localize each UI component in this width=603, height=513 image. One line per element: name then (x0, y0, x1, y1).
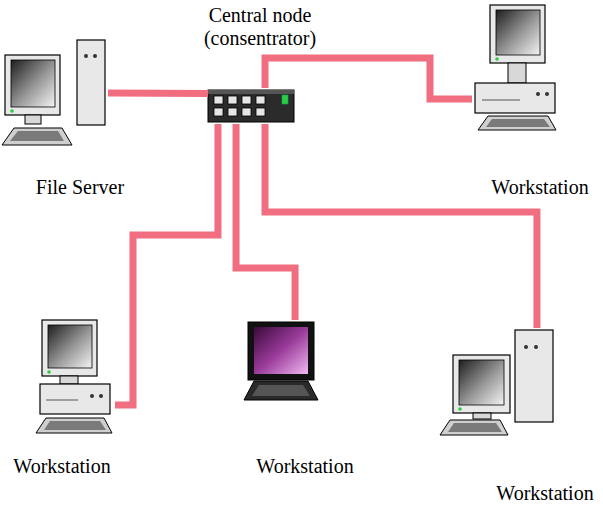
device-outline (5, 38, 108, 148)
desktop-computer (440, 330, 553, 435)
laptop-computer-part (244, 381, 318, 400)
network-cable (108, 90, 208, 97)
desktop-computer-part (508, 63, 526, 83)
hub-device-part (214, 96, 223, 104)
network-cable (265, 58, 472, 99)
desktop-computer-part (482, 100, 520, 101)
desktop-computer-part (42, 320, 97, 376)
hub-device-part (242, 108, 251, 116)
device-outline (208, 88, 294, 124)
device-outline (244, 320, 318, 402)
desktop-computer-part (478, 116, 556, 130)
desktop-computer-part (60, 376, 78, 384)
server-computer-part (2, 128, 72, 145)
desktop-computer-part (48, 325, 92, 368)
node-label: Workstation (250, 455, 360, 478)
server-computer-part (10, 131, 64, 141)
server-computer-part (84, 54, 88, 58)
network-cable (265, 124, 537, 328)
node-label: Workstation (492, 482, 598, 505)
desktop-computer-part (475, 83, 555, 113)
desktop-computer-part (36, 418, 112, 433)
node-label: Central node (consentrator) (185, 4, 335, 50)
desktop-computer (36, 320, 112, 433)
server-computer-part (11, 60, 55, 107)
hub-device-part (214, 108, 223, 116)
desktop-computer-part (448, 423, 502, 432)
server-node: File Server (5, 38, 140, 199)
laptop-computer (244, 322, 318, 400)
desktop-computer-part (486, 119, 550, 127)
server-computer-part (93, 54, 97, 58)
desktop-computer-part (536, 92, 540, 96)
desktop-computer-part (458, 407, 462, 411)
laptop-computer-part (252, 385, 310, 396)
hub-device-part (256, 96, 265, 104)
server-computer (2, 40, 105, 145)
desktop-computer-part (473, 413, 491, 419)
hub-device-part (208, 90, 294, 122)
workstation-node: Workstation (472, 3, 595, 199)
desktop-computer-part (453, 355, 510, 413)
desktop-computer-part (440, 420, 508, 435)
desktop-computer-part (490, 5, 545, 63)
workstation-node: Workstation (440, 328, 598, 505)
server-computer-part (5, 55, 60, 115)
server-computer-part (77, 40, 105, 125)
hub-device (208, 90, 294, 122)
desktop-computer-part (44, 421, 106, 430)
node-label: File Server (20, 176, 140, 199)
hub-node: Central node (consentrator) (185, 4, 335, 124)
workstation-node: Workstation (7, 318, 117, 478)
desktop-computer-part (459, 360, 504, 405)
desktop-computer-part (534, 345, 538, 349)
server-computer-part (25, 115, 41, 124)
desktop-computer-part (495, 57, 499, 61)
network-cable (115, 124, 218, 405)
desktop-computer-part (46, 400, 78, 401)
desktop-computer-part (524, 345, 528, 349)
hub-device-part (228, 108, 237, 116)
desktop-computer-part (90, 394, 94, 398)
desktop-computer-part (545, 92, 549, 96)
laptop-computer-part (254, 327, 308, 374)
desktop-computer-part (496, 10, 540, 55)
hub-device-part (282, 95, 288, 104)
desktop-computer-part (40, 384, 110, 414)
device-outline (440, 328, 555, 436)
server-computer-part (10, 109, 14, 113)
desktop-computer-part (47, 370, 51, 374)
laptop-computer-part (248, 322, 314, 380)
node-label: Workstation (485, 176, 595, 199)
hub-device-part (256, 108, 265, 116)
desktop-computer (475, 5, 556, 130)
hub-device-part (208, 90, 294, 94)
hub-device-part (228, 96, 237, 104)
device-outline (472, 3, 560, 131)
desktop-computer-part (99, 394, 103, 398)
node-label: Workstation (7, 455, 117, 478)
hub-device-part (242, 96, 251, 104)
desktop-computer-part (515, 330, 553, 422)
workstation-node: Workstation (244, 320, 360, 478)
device-outline (35, 318, 115, 435)
